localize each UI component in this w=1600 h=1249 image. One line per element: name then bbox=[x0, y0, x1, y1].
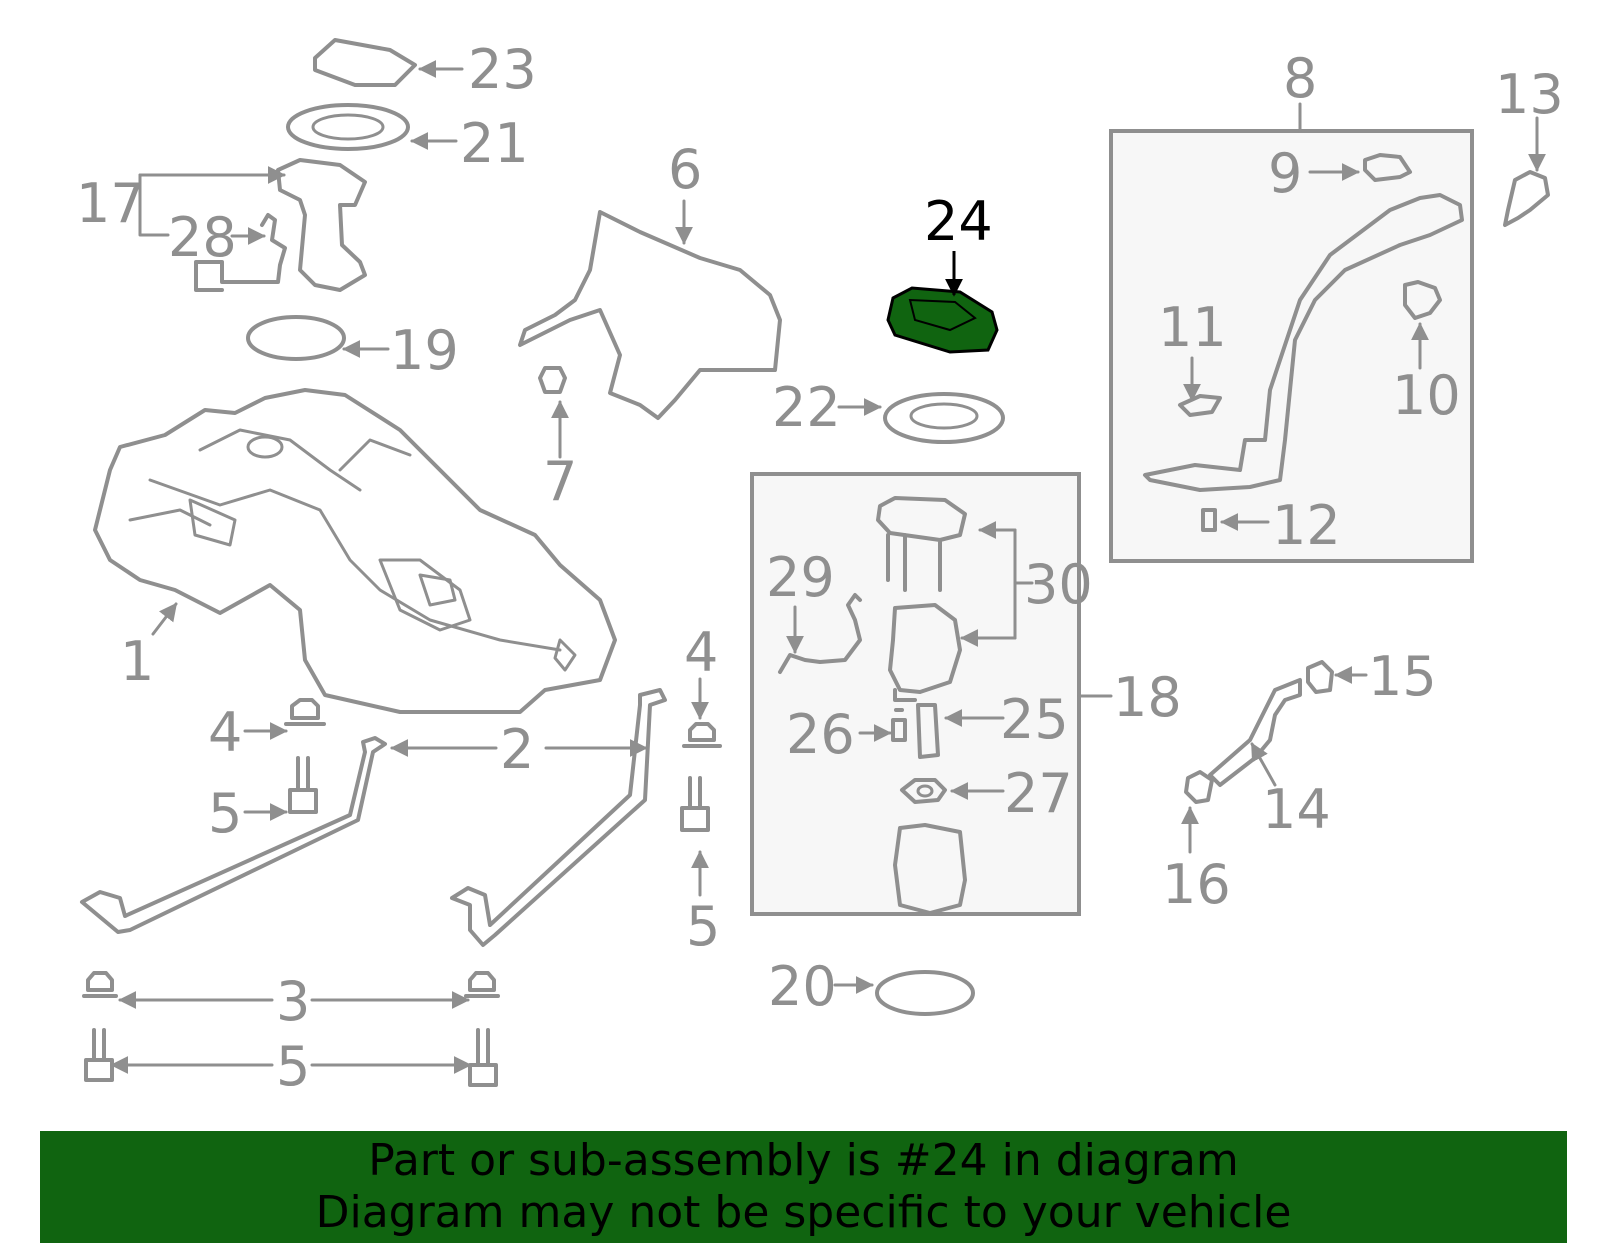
filter-25 bbox=[916, 703, 940, 759]
label-30: 30 bbox=[1024, 553, 1093, 616]
label-27: 27 bbox=[1004, 762, 1073, 825]
bracket-10 bbox=[1403, 280, 1442, 320]
part-24-detail bbox=[908, 298, 977, 332]
notice-banner: Part or sub-assembly is #24 in diagram D… bbox=[40, 1131, 1567, 1243]
valve-26 bbox=[891, 708, 907, 742]
label-14: 14 bbox=[1262, 778, 1331, 841]
heat-shield bbox=[518, 210, 782, 420]
label-8: 8 bbox=[1283, 47, 1317, 110]
label-13: 13 bbox=[1495, 63, 1564, 126]
nut-3-right bbox=[464, 971, 500, 998]
label-19: 19 bbox=[390, 319, 459, 382]
label-3: 3 bbox=[276, 970, 310, 1033]
gasket-22 bbox=[883, 392, 1005, 444]
notice-line-1: Part or sub-assembly is #24 in diagram bbox=[368, 1135, 1239, 1186]
label-24: 24 bbox=[924, 190, 993, 253]
label-20: 20 bbox=[768, 955, 837, 1018]
label-4-right: 4 bbox=[684, 621, 718, 684]
bracket-9 bbox=[1363, 153, 1412, 182]
gasket-20 bbox=[875, 970, 975, 1016]
part-24-highlighted bbox=[886, 286, 999, 354]
label-17: 17 bbox=[76, 172, 145, 235]
bolt-5-left bbox=[84, 1028, 114, 1082]
label-28: 28 bbox=[168, 206, 237, 269]
pump-flange-30 bbox=[876, 496, 967, 592]
gasket-19 bbox=[246, 315, 346, 361]
label-4-left: 4 bbox=[208, 701, 242, 764]
sender-17 bbox=[276, 158, 367, 292]
label-16: 16 bbox=[1162, 853, 1231, 916]
gasket-21-inner bbox=[311, 113, 385, 141]
clamp-16 bbox=[1184, 770, 1214, 804]
bolt-5-right-strap bbox=[680, 776, 710, 832]
label-15: 15 bbox=[1368, 645, 1437, 708]
fuel-tank bbox=[93, 388, 617, 714]
label-11: 11 bbox=[1158, 296, 1227, 359]
clip-7 bbox=[538, 366, 567, 394]
label-29: 29 bbox=[766, 546, 835, 609]
cap-13 bbox=[1503, 170, 1550, 227]
fuel-pump-assembly-box bbox=[750, 472, 1081, 916]
label-9: 9 bbox=[1268, 142, 1302, 205]
harness-29 bbox=[778, 593, 862, 674]
label-5-right: 5 bbox=[686, 895, 720, 958]
nut-4-right bbox=[682, 722, 722, 748]
label-6: 6 bbox=[668, 138, 702, 201]
bolt-5-mid bbox=[288, 756, 318, 814]
nut-3-left bbox=[82, 971, 118, 998]
bolt-5-right bbox=[468, 1028, 498, 1087]
label-23: 23 bbox=[468, 38, 537, 101]
clip-12 bbox=[1201, 508, 1217, 532]
label-5-left: 5 bbox=[208, 782, 242, 845]
tank-straps bbox=[80, 688, 667, 947]
regulator-27 bbox=[900, 778, 947, 804]
label-22: 22 bbox=[772, 376, 841, 439]
label-1: 1 bbox=[120, 630, 154, 693]
notice-line-2: Diagram may not be specific to your vehi… bbox=[315, 1187, 1292, 1238]
gasket-21 bbox=[286, 103, 410, 151]
label-18: 18 bbox=[1113, 666, 1182, 729]
label-26: 26 bbox=[786, 703, 855, 766]
filler-pipe bbox=[1143, 193, 1464, 492]
cover-23 bbox=[313, 38, 417, 87]
leader-lines bbox=[110, 60, 1546, 1074]
label-2: 2 bbox=[500, 718, 534, 781]
pump-module bbox=[888, 603, 962, 702]
label-12: 12 bbox=[1272, 494, 1341, 557]
clamp-15 bbox=[1306, 660, 1334, 694]
regulator-27-hole bbox=[916, 784, 934, 798]
label-25: 25 bbox=[1000, 688, 1069, 751]
harness-28 bbox=[194, 213, 287, 292]
pump-bucket bbox=[893, 823, 967, 915]
label-10: 10 bbox=[1392, 364, 1461, 427]
label-21: 21 bbox=[460, 112, 529, 175]
nut-4-left bbox=[284, 698, 326, 726]
hose-14 bbox=[1208, 678, 1302, 787]
label-5-bottom: 5 bbox=[276, 1035, 310, 1098]
gasket-22-inner bbox=[909, 402, 979, 430]
label-7: 7 bbox=[543, 450, 577, 513]
